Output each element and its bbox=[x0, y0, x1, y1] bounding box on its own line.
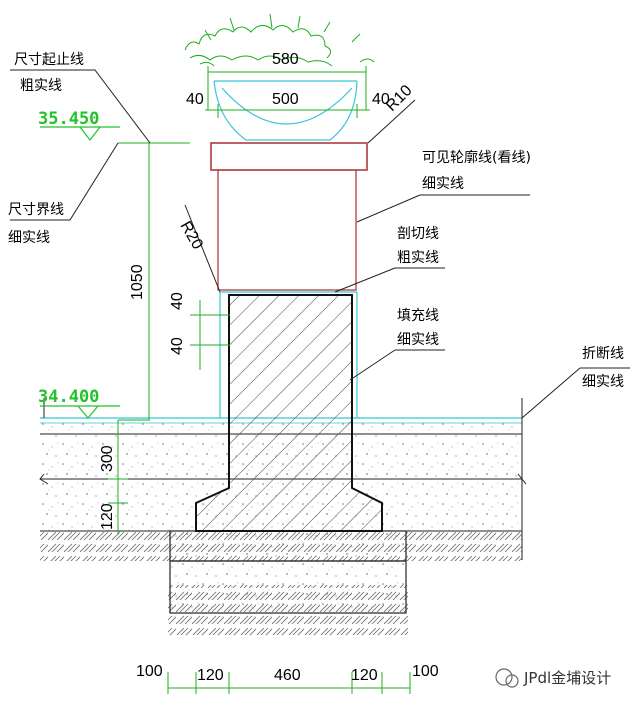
label-thin-solid-4: 细实线 bbox=[582, 374, 624, 390]
label-section-line: 剖切线 bbox=[397, 226, 439, 242]
footing bbox=[169, 530, 407, 614]
label-thick-solid-2: 粗实线 bbox=[397, 250, 439, 266]
elevation-ground: 34.400 bbox=[38, 387, 99, 407]
dim-gap-40-a: 40 bbox=[169, 292, 186, 310]
dim-top-width: 580 bbox=[272, 51, 299, 68]
leader-lines bbox=[10, 69, 630, 419]
dim-bottom-2: 460 bbox=[274, 667, 301, 684]
label-break-line: 折断线 bbox=[582, 346, 624, 362]
label-thin-solid-1: 细实线 bbox=[8, 230, 50, 246]
label-fill-line: 填充线 bbox=[397, 308, 439, 324]
dim-left-40: 40 bbox=[186, 91, 204, 108]
wechat-icon bbox=[495, 668, 513, 686]
planter-bowl bbox=[213, 80, 358, 141]
break-line bbox=[517, 398, 527, 560]
elevation-top: 35.450 bbox=[38, 109, 99, 129]
cyan-outlines bbox=[219, 291, 358, 418]
dim-layer-300: 300 bbox=[99, 445, 116, 472]
label-thin-solid-3: 细实线 bbox=[397, 332, 439, 348]
dim-radius-10: R10 bbox=[383, 82, 416, 115]
dimension-lines bbox=[40, 66, 411, 694]
watermark: JPdl金埔设计 bbox=[495, 668, 611, 688]
dim-right-40: 40 bbox=[372, 91, 390, 108]
dim-height-1050: 1050 bbox=[129, 264, 146, 300]
dim-bottom-0: 100 bbox=[136, 663, 163, 680]
column-cap bbox=[210, 142, 368, 171]
label-visible-outline: 可见轮廓线(看线) bbox=[422, 149, 531, 166]
dim-mid-500: 500 bbox=[272, 91, 299, 108]
dim-bottom-1: 120 bbox=[197, 667, 224, 684]
column-body bbox=[210, 142, 368, 291]
label-thin-solid-2: 细实线 bbox=[422, 176, 464, 192]
footing-upper bbox=[169, 530, 407, 562]
watermark-text: JPdl金埔设计 bbox=[523, 669, 611, 687]
plant-shrub-icon bbox=[184, 13, 375, 67]
dim-bottom-4: 100 bbox=[412, 663, 439, 680]
footing-lower bbox=[169, 560, 407, 614]
dim-bottom-3: 120 bbox=[351, 667, 378, 684]
label-dim-ext-line: 尺寸界线 bbox=[8, 202, 64, 218]
label-dim-stop-line: 尺寸起止线 bbox=[14, 52, 84, 68]
label-thick-solid: 粗实线 bbox=[20, 78, 62, 94]
dim-layer-120: 120 bbox=[99, 503, 116, 530]
column-section bbox=[195, 294, 383, 532]
dim-gap-40-b: 40 bbox=[169, 337, 186, 355]
